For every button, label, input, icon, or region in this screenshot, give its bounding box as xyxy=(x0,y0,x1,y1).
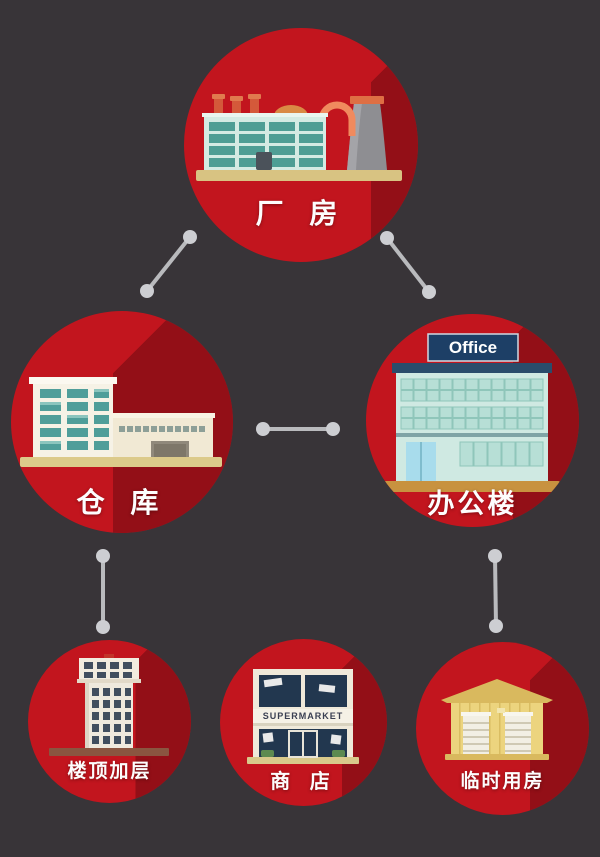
shed-icon xyxy=(441,679,553,760)
connector-factory-office xyxy=(385,236,431,294)
supermarket-icon: SUPERMARKET xyxy=(247,669,359,764)
node-label-office: 办公楼 xyxy=(427,489,518,519)
connector-office-temporary xyxy=(493,555,498,627)
node-temporary-housing: 临时用房 xyxy=(416,642,589,815)
node-warehouse: 仓 库 xyxy=(11,311,233,533)
office-sign-text: Office xyxy=(449,338,497,357)
office-icon: Office xyxy=(384,333,560,492)
node-label-factory: 厂 房 xyxy=(255,198,347,229)
node-label-rooftop-addition: 楼顶加层 xyxy=(67,761,152,782)
connector-endpoint-dots xyxy=(96,230,503,634)
node-label-shop: 商 店 xyxy=(270,771,337,793)
node-shop: SUPERMARKET 商 店 xyxy=(220,639,387,806)
node-label-warehouse: 仓 库 xyxy=(76,487,168,518)
supermarket-sign-text: SUPERMARKET xyxy=(263,711,344,721)
node-office: Office 办公楼 xyxy=(366,314,579,527)
node-rooftop-addition: 楼顶加层 xyxy=(28,640,191,803)
factory-icon xyxy=(196,94,402,181)
node-label-temporary-housing: 临时用房 xyxy=(460,771,545,792)
highrise-icon xyxy=(49,654,169,756)
node-factory: 厂 房 xyxy=(184,28,418,262)
warehouse-icon xyxy=(20,377,222,467)
connector-factory-warehouse xyxy=(145,235,192,293)
